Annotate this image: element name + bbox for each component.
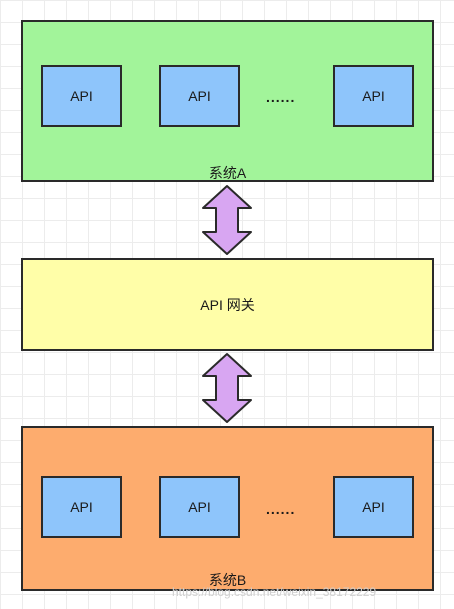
system-b-api-1[interactable]: API [41, 476, 122, 538]
system-a-ellipsis: ...... [266, 89, 296, 105]
system-a-api-1[interactable]: API [41, 65, 122, 127]
system-b-ellipsis: ...... [266, 501, 296, 517]
system-b-api-2[interactable]: API [159, 476, 240, 538]
double-arrow-icon-top [202, 185, 252, 255]
system-a-api-3[interactable]: API [333, 65, 414, 127]
api-gateway-label: API 网关 [200, 296, 255, 313]
api-gateway-box: API 网关 [21, 258, 434, 351]
double-arrow-icon-bottom [202, 353, 252, 423]
system-b-api-3[interactable]: API [333, 476, 414, 538]
system-b-label: 系统B [208, 572, 247, 588]
system-b-box: API API ...... API 系统B [21, 426, 434, 591]
system-a-api-2[interactable]: API [159, 65, 240, 127]
system-a-box: API API ...... API 系统A [21, 20, 434, 182]
system-a-label: 系统A [208, 165, 247, 181]
watermark-text: https://blog.csdn.net/weixin_38172229 [172, 585, 377, 599]
